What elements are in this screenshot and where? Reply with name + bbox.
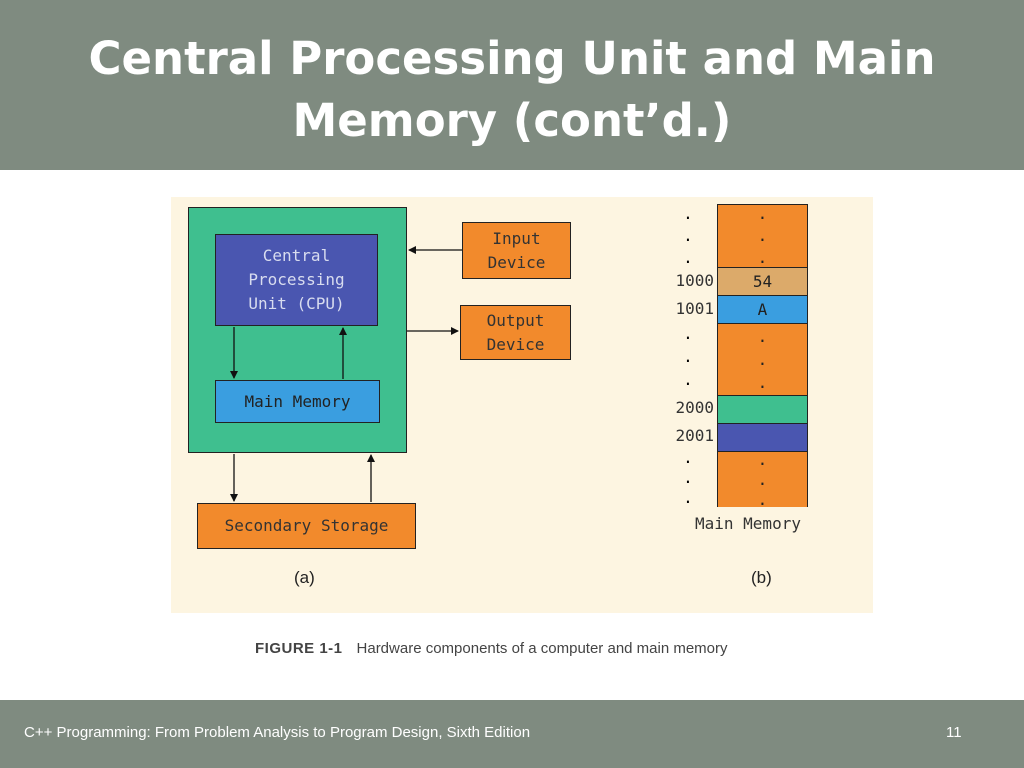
secondary-storage-box: Secondary Storage — [197, 503, 416, 549]
memory-cell-top-block: . . . — [717, 204, 808, 268]
main-memory-label: Main Memory — [695, 514, 801, 533]
memory-dot: . — [757, 327, 768, 346]
address-dots-top: . . . — [682, 203, 694, 269]
figure-a-label: (a) — [294, 568, 315, 587]
memory-dot: . — [757, 469, 768, 489]
memory-dot: . — [757, 489, 768, 509]
memory-dot: . — [757, 204, 768, 223]
memory-dot: . — [757, 449, 768, 469]
page-number: 11 — [946, 724, 962, 741]
address-dot: . — [683, 468, 693, 487]
address-dot: . — [683, 226, 693, 245]
slide-title: Central Processing Unit and Main Memory … — [0, 28, 1024, 152]
address-1001: 1001 — [675, 299, 714, 318]
memory-dot: . — [757, 248, 768, 267]
output-device-box: Output Device — [460, 305, 571, 360]
figure-number: FIGURE 1-1 — [255, 640, 343, 657]
address-dot: . — [683, 347, 693, 366]
figure-b-label: (b) — [751, 568, 772, 587]
slide-footer — [0, 700, 1024, 768]
address-dot: . — [683, 324, 693, 343]
memory-cell-bottom-block: . . . — [717, 449, 808, 509]
address-2000: 2000 — [675, 398, 714, 417]
address-dots-bottom: . . . — [682, 448, 694, 508]
address-dot: . — [683, 488, 693, 507]
memory-cell-2000 — [717, 396, 808, 424]
input-device-box: Input Device — [462, 222, 571, 279]
memory-dot: . — [757, 350, 768, 369]
address-dot: . — [683, 204, 693, 223]
slide-title-line-2: Memory (cont’d.) — [292, 94, 732, 147]
figure-caption-text: Hardware components of a computer and ma… — [356, 640, 728, 657]
address-dot: . — [683, 248, 693, 267]
footer-book-title: C++ Programming: From Problem Analysis t… — [24, 724, 531, 741]
slide-title-line-1: Central Processing Unit and Main — [88, 32, 936, 85]
address-dots-middle: . . . — [682, 322, 694, 391]
memory-dot: . — [757, 226, 768, 245]
memory-dot: . — [757, 373, 768, 392]
address-dot: . — [683, 370, 693, 389]
cpu-box: Central Processing Unit (CPU) — [215, 234, 378, 326]
address-2001: 2001 — [675, 426, 714, 445]
memory-cell-1000: 54 — [717, 268, 808, 296]
memory-cell-middle-block: . . . — [717, 324, 808, 396]
address-dot: . — [683, 448, 693, 467]
memory-cell-2001 — [717, 424, 808, 452]
memory-cell-1001: A — [717, 296, 808, 324]
main-memory-box: Main Memory — [215, 380, 380, 423]
slide-header — [0, 0, 1024, 170]
address-1000: 1000 — [675, 271, 714, 290]
figure-caption: FIGURE 1-1 Hardware components of a compu… — [255, 640, 728, 657]
